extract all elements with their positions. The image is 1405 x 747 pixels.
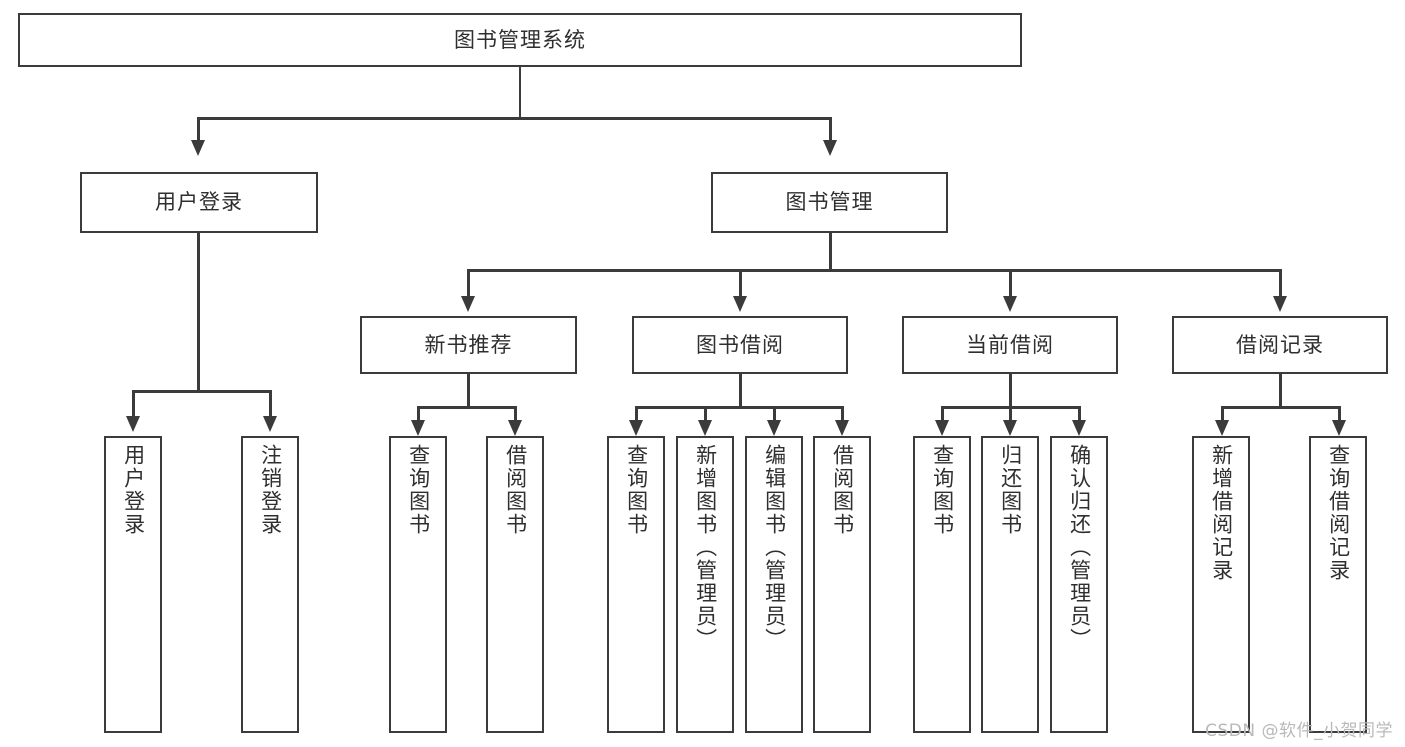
- node-label: 借阅图书: [830, 444, 855, 536]
- connector-bus-borrow-record-children: [1221, 406, 1340, 409]
- node-label: 查询图书: [406, 444, 431, 536]
- connector-borrow-record-stem: [1279, 374, 1282, 408]
- csdn-watermark: CSDN @软件_小贺同学: [1205, 721, 1393, 741]
- node-label: 确认归还（管理员）: [1067, 444, 1092, 651]
- node-label: 图书借阅: [696, 332, 784, 357]
- connector-book-borrow-stem: [739, 374, 742, 408]
- leaf-borrow-book-recommend[interactable]: 借阅图书: [486, 436, 544, 733]
- connector-bus-book-borrow-children: [635, 406, 843, 409]
- node-book-borrow[interactable]: 图书借阅: [632, 316, 848, 374]
- arrow-to-leaf-user-login: [126, 416, 141, 432]
- arrow-to-book-borrow: [733, 296, 748, 312]
- connector-drop-new-book: [467, 269, 470, 296]
- node-label: 用户登录: [121, 444, 146, 536]
- node-label: 用户登录: [155, 190, 243, 215]
- node-label: 图书管理系统: [454, 27, 586, 52]
- connector-drop-bb1: [635, 406, 638, 424]
- leaf-query-book-current[interactable]: 查询图书: [913, 436, 971, 733]
- leaf-query-book-recommend[interactable]: 查询图书: [389, 436, 447, 733]
- node-current-borrow[interactable]: 当前借阅: [902, 316, 1118, 374]
- leaf-return-book[interactable]: 归还图书: [981, 436, 1039, 733]
- connector-user-login-stem: [197, 233, 200, 392]
- arrow-to-leaf-borrow-book-bb: [835, 420, 850, 436]
- connector-drop-leaf-u2: [269, 390, 272, 416]
- connector-new-book-stem: [467, 374, 470, 408]
- leaf-add-borrow-record[interactable]: 新增借阅记录: [1192, 436, 1250, 733]
- connector-drop-br2: [1338, 406, 1341, 424]
- connector-root-stem: [518, 67, 522, 119]
- node-label: 新增借阅记录: [1209, 444, 1234, 582]
- node-label: 当前借阅: [966, 332, 1054, 357]
- connector-bus-new-book-children: [417, 406, 516, 409]
- connector-drop-cb3: [1078, 406, 1081, 424]
- arrow-to-leaf-edit-book: [767, 420, 782, 436]
- node-label: 新增图书（管理员）: [693, 444, 718, 651]
- connector-drop-borrow-record: [1279, 269, 1282, 296]
- node-label: 查询图书: [930, 444, 955, 536]
- arrow-to-borrow-record: [1273, 296, 1288, 312]
- arrow-to-leaf-query-book-bb: [629, 420, 644, 436]
- arrow-to-leaf-confirm-return: [1072, 420, 1087, 436]
- node-borrow-record[interactable]: 借阅记录: [1172, 316, 1388, 374]
- arrow-to-leaf-logout: [263, 416, 278, 432]
- connector-drop-nb2: [514, 406, 517, 424]
- connector-drop-br1: [1221, 406, 1224, 424]
- connector-bus-level1: [197, 117, 831, 120]
- node-new-book-recommend[interactable]: 新书推荐: [360, 316, 577, 374]
- arrow-to-leaf-borrow-book-nb: [508, 420, 523, 436]
- connector-drop-bb3: [773, 406, 776, 424]
- arrow-to-new-book-recommend: [461, 296, 476, 312]
- arrow-to-leaf-return-book: [1003, 420, 1018, 436]
- connector-drop-leaf-u1: [132, 390, 135, 416]
- connector-current-borrow-stem: [1009, 374, 1012, 408]
- leaf-query-book-borrow[interactable]: 查询图书: [607, 436, 665, 733]
- connector-drop-bb4: [841, 406, 844, 424]
- node-label: 归还图书: [998, 444, 1023, 536]
- node-label: 注销登录: [258, 444, 283, 536]
- connector-drop-cb2: [1009, 406, 1012, 424]
- arrow-to-leaf-query-record: [1332, 420, 1347, 436]
- node-label: 查询借阅记录: [1326, 444, 1351, 582]
- leaf-confirm-return[interactable]: 确认归还（管理员）: [1050, 436, 1108, 733]
- connector-book-management-stem: [829, 233, 832, 271]
- connector-bus-level2: [467, 269, 1280, 272]
- connector-drop-book-borrow: [739, 269, 742, 296]
- node-root-book-management-system[interactable]: 图书管理系统: [18, 13, 1022, 67]
- node-label: 借阅记录: [1236, 332, 1324, 357]
- node-label: 新书推荐: [424, 332, 513, 357]
- leaf-add-book[interactable]: 新增图书（管理员）: [676, 436, 734, 733]
- arrow-to-current-borrow: [1003, 296, 1018, 312]
- node-user-login[interactable]: 用户登录: [80, 172, 318, 233]
- node-book-management[interactable]: 图书管理: [711, 172, 948, 233]
- leaf-logout[interactable]: 注销登录: [241, 436, 299, 733]
- arrow-to-user-login: [191, 140, 206, 156]
- arrow-to-leaf-add-record: [1215, 420, 1230, 436]
- connector-drop-user-login: [197, 117, 200, 140]
- node-label: 编辑图书（管理员）: [762, 444, 787, 651]
- arrow-to-leaf-query-book-cb: [935, 420, 950, 436]
- node-label: 查询图书: [624, 444, 649, 536]
- node-label: 借阅图书: [503, 444, 528, 536]
- arrow-to-leaf-query-book-nb: [411, 420, 426, 436]
- connector-drop-cb1: [941, 406, 944, 424]
- leaf-edit-book[interactable]: 编辑图书（管理员）: [745, 436, 803, 733]
- leaf-query-borrow-record[interactable]: 查询借阅记录: [1309, 436, 1367, 733]
- arrow-to-book-management: [823, 140, 838, 156]
- leaf-user-login[interactable]: 用户登录: [104, 436, 162, 733]
- node-label: 图书管理: [785, 190, 874, 215]
- leaf-borrow-book[interactable]: 借阅图书: [813, 436, 871, 733]
- connector-drop-current-borrow: [1009, 269, 1012, 296]
- connector-drop-nb1: [417, 406, 420, 424]
- connector-bus-user-login-children: [132, 390, 271, 393]
- arrow-to-leaf-add-book: [698, 420, 713, 436]
- connector-drop-bb2: [704, 406, 707, 424]
- connector-drop-book-management: [829, 117, 832, 140]
